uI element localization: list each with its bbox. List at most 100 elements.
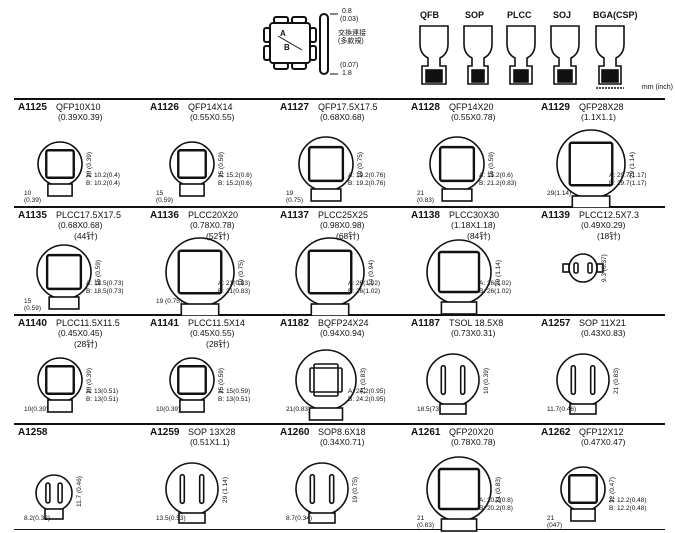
nozzle-outline-icon <box>165 237 235 316</box>
package-size-inch: (1.18X1.18) <box>451 220 496 230</box>
nozzle-code: A1125 <box>18 102 47 113</box>
nozzle-outline-icon <box>426 239 492 315</box>
nozzle-outline-icon <box>426 456 492 532</box>
bottom-dimension: 19 <box>286 190 294 197</box>
nozzle-outline-icon <box>295 349 357 421</box>
dimension-a: A: 13(0.51) <box>86 388 119 395</box>
bottom-dimension: 8.2(0.32) <box>24 515 51 522</box>
dimension-b: B: 24.2(0.95) <box>348 396 386 403</box>
nozzle-code: A1126 <box>150 102 179 113</box>
dimension-b: B: 15.2(0.6) <box>218 180 252 187</box>
package-size-inch: (0.45X0.45) <box>58 328 103 338</box>
nozzle-outline-icon <box>169 141 215 197</box>
bottom-dimension: 10(0.39) <box>156 406 181 413</box>
dimension-a: A: 10.2(0.4) <box>86 172 120 179</box>
dimension-b: B: 21(0.83) <box>218 288 251 295</box>
package-size-inch: (0.43X0.83) <box>581 328 626 338</box>
dimension-a: A: 15(0.59) <box>218 388 251 395</box>
dimension-legend: A B 0.8 (0.03) 交換連接 (多款規) (0.07) 1.8 <box>250 6 380 84</box>
bottom-dimension: 18.5(73) <box>417 406 442 413</box>
nozzle-code: A1140 <box>18 318 47 329</box>
package-size-inch: (0.49X0.29) <box>581 220 626 230</box>
package-size: BQFP24X24 <box>318 318 369 328</box>
nozzle-code: A1260 <box>280 427 310 438</box>
nozzle-outline-icon <box>37 357 83 413</box>
legend-dim-top-in: (0.03) <box>340 16 359 23</box>
pin-count: (28针) <box>206 339 230 349</box>
nozzle-outline-icon <box>295 237 365 316</box>
nozzle-outline-icon <box>556 353 610 415</box>
package-size: PLCC11.5X11.5 <box>56 318 120 328</box>
pin-count: (68针) <box>336 231 360 241</box>
nozzle-code: A1129 <box>541 102 570 113</box>
pin-count: (52针) <box>206 231 230 241</box>
dimension-b: B: 20.2(0.8) <box>479 505 513 512</box>
package-size-inch: (0.73X0.31) <box>451 328 496 338</box>
dimension-b: B: 26(1.02) <box>479 288 512 295</box>
nozzle-code: A1182 <box>280 318 309 329</box>
legend-chinese-1: 交換連接 <box>338 30 366 37</box>
package-size: SOP8.6X18 <box>318 427 366 437</box>
package-size-inch: (0.47X0.47) <box>581 437 626 447</box>
nozzle-code: A1258 <box>18 427 48 438</box>
legend-dim-bot: 1.8 <box>342 70 352 77</box>
dimension-b: B: 21.2(0.83) <box>479 180 517 187</box>
package-size-inch: (0.68X0.68) <box>320 112 365 122</box>
package-size-inch: (0.39X0.39) <box>58 112 103 122</box>
bottom-dimension-inch: (0.59) <box>24 305 41 312</box>
package-size-inch: (0.45X0.55) <box>190 328 235 338</box>
side-dimension: 11.7 (0.46) <box>76 476 83 507</box>
nozzle-code: A1136 <box>150 210 179 221</box>
side-dimension: 21 (0.83) <box>613 367 620 394</box>
legend-dim-bot-in: (0.07) <box>340 62 359 69</box>
package-size-inch: (0.34X0.71) <box>320 437 365 447</box>
row-divider-2 <box>14 206 665 208</box>
package-size-inch: (0.94X0.94) <box>320 328 365 338</box>
package-type-views: QFB SOP PLCC SOJ BGA(CSP) <box>410 4 675 98</box>
type-label-plcc: PLCC <box>507 10 532 20</box>
pin-count: (44针) <box>74 231 98 241</box>
package-size: TSOL 18.5X8 <box>449 318 504 328</box>
dimension-b: B: 13(0.51) <box>86 396 119 403</box>
nozzle-code: A1137 <box>280 210 309 221</box>
dimension-a: A: 15.2(0.6) <box>218 172 252 179</box>
row-divider-1 <box>14 98 665 100</box>
bottom-dimension-inch: (047) <box>547 522 563 529</box>
bottom-dimension: 21 <box>417 190 425 197</box>
pin-count: (28针) <box>74 339 98 349</box>
legend-diagram <box>263 13 338 75</box>
bottom-dimension-inch: (0.83) <box>417 197 434 204</box>
dimension-a: A: 19.2(0.76) <box>348 172 386 179</box>
dimension-b: B: 26(1.02) <box>348 288 381 295</box>
bottom-dimension-inch: (0.39) <box>24 197 41 204</box>
dimension-a: A: 29.7(1.17) <box>609 172 647 179</box>
dimension-a: A: 24.2(0.95) <box>348 388 386 395</box>
bottom-dimension: 21 <box>417 515 425 522</box>
nozzle-outline-icon <box>426 353 480 415</box>
dimension-b: B: 19.2(0.76) <box>348 180 386 187</box>
nozzle-outline-icon <box>165 462 219 524</box>
bottom-dimension: 29(1.14) <box>547 190 572 197</box>
dimension-a: A: 12.2(0.48) <box>609 497 647 504</box>
package-size: PLCC11.5X14 <box>188 318 245 328</box>
legend-dim-top: 0.8 <box>342 8 352 15</box>
package-size-inch: (0.78X0.78) <box>451 437 496 447</box>
side-dimension: 9.3 (0.37) <box>601 254 608 282</box>
nozzle-code: A1261 <box>411 427 441 438</box>
bottom-dimension: 10 <box>24 190 32 197</box>
nozzle-outline-icon <box>37 141 83 197</box>
package-size: PLCC17.5X17.5 <box>56 210 122 220</box>
nozzle-code: A1138 <box>411 210 440 221</box>
nozzle-cell-a1258: A1258 11.7 (0.46) 8.2(0.32) <box>18 427 146 531</box>
nozzle-outline-icon <box>562 253 604 283</box>
package-size-inch: (0.98X0.98) <box>320 220 365 230</box>
